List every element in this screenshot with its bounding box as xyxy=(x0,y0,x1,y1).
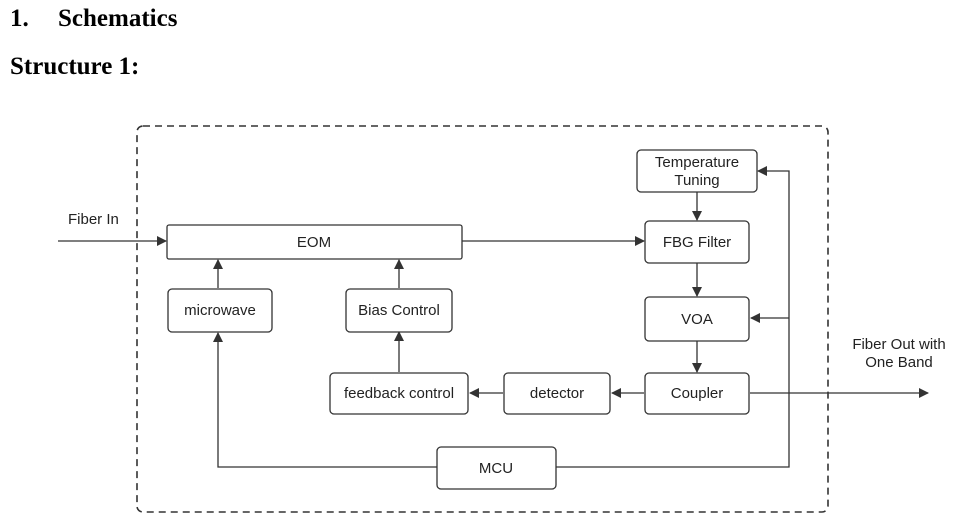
temperature-tuning-block: Temperature Tuning xyxy=(636,149,758,193)
microwave-label: microwave xyxy=(184,302,256,319)
fiber-in-label: Fiber In xyxy=(68,211,119,228)
section-number: 1. xyxy=(10,5,29,32)
section-title: Schematics xyxy=(58,5,178,32)
coupler-block: Coupler xyxy=(644,372,750,415)
eom-label: EOM xyxy=(297,234,331,251)
temperature-tuning-label-line1: Temperature xyxy=(655,154,739,171)
structure-subtitle: Structure 1: xyxy=(10,53,140,80)
fbg-filter-block: FBG Filter xyxy=(644,220,750,264)
microwave-block: microwave xyxy=(167,288,273,333)
bias-control-block: Bias Control xyxy=(345,288,453,333)
fiber-out-label-line1: Fiber Out with xyxy=(852,336,945,353)
temperature-tuning-label-line2: Tuning xyxy=(674,172,719,189)
feedback-control-block: feedback control xyxy=(329,372,469,415)
mcu-label: MCU xyxy=(479,460,513,477)
detector-block: detector xyxy=(503,372,611,415)
signal-connections xyxy=(58,166,929,468)
fbg-filter-label: FBG Filter xyxy=(663,234,731,251)
coupler-label: Coupler xyxy=(671,385,724,402)
voa-label: VOA xyxy=(681,311,713,328)
system-boundary xyxy=(136,125,829,513)
mcu-block: MCU xyxy=(436,446,557,490)
mcu-to-microwave-line xyxy=(213,332,437,468)
fiber-out-label-line2: One Band xyxy=(865,354,933,371)
bias-control-label: Bias Control xyxy=(358,302,440,319)
section-heading: 1. Schematics xyxy=(10,4,177,34)
detector-label: detector xyxy=(530,385,584,402)
eom-block: EOM xyxy=(166,224,463,260)
voa-block: VOA xyxy=(644,296,750,342)
mcu-to-temperature-line xyxy=(556,166,790,468)
feedback-control-label: feedback control xyxy=(344,385,454,402)
